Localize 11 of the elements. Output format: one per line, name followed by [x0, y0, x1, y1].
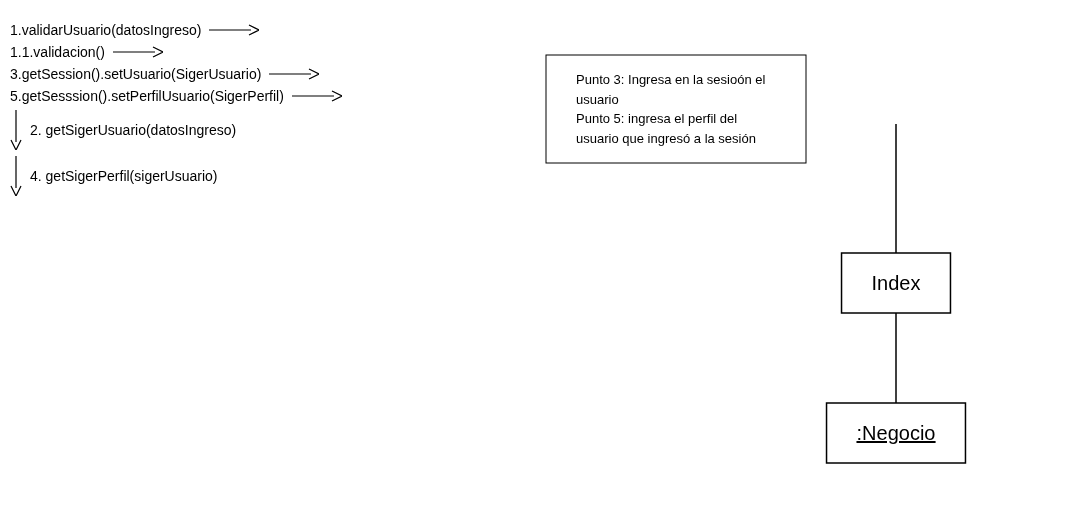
message-label: 4. getSigerPerfil(sigerUsuario): [30, 168, 218, 184]
connector: [895, 123, 897, 254]
message-label: 1.1.validacion(): [10, 44, 105, 60]
message-label: 1.validarUsuario(datosIngreso): [10, 22, 202, 38]
message-label: 2. getSigerUsuario(datosIngreso): [30, 122, 237, 138]
node-box: :Negocio: [826, 402, 967, 464]
message-label: 3.getSession().setUsuario(SigerUsuario): [10, 66, 262, 82]
node-box: Index: [841, 252, 952, 314]
connector: [895, 312, 897, 404]
node-box: Punto 3: Ingresa en la sesioón el usuario Punto 5: ingresa el perfil del usuario que ingresó a la sesión: [545, 54, 807, 164]
message-label: 5.getSesssion().setPerfilUsuario(SigerPerfil): [10, 88, 284, 104]
